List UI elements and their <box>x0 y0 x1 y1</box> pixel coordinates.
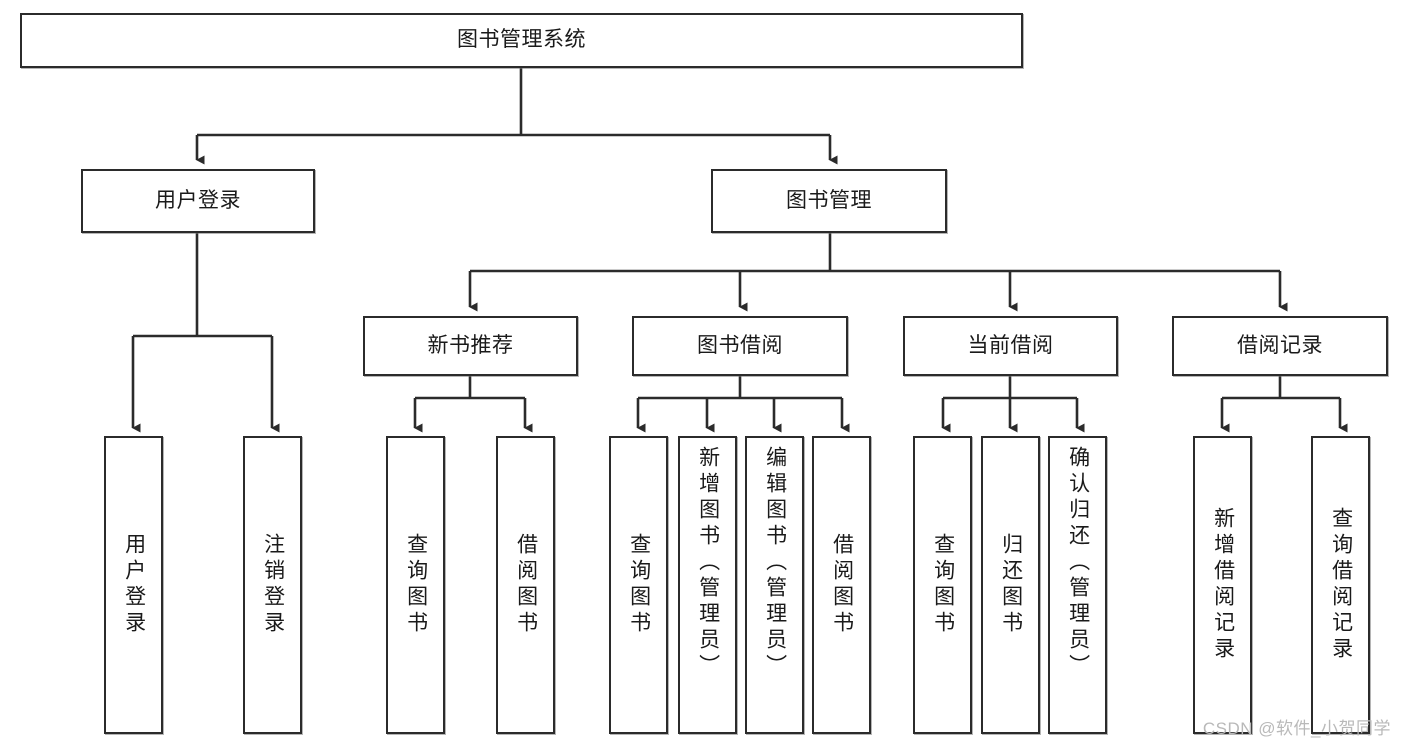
node-borrow-record[interactable]: 借阅记录 <box>1172 316 1388 376</box>
node-label: 归还图书 <box>999 533 1023 637</box>
node-label: 编辑图书（管理员） <box>763 446 787 680</box>
leaf-user-login-logout[interactable]: 注销登录 <box>243 436 302 734</box>
leaf-book-borrow-borrow-book[interactable]: 借阅图书 <box>812 436 871 734</box>
node-label: 查询图书 <box>931 533 955 637</box>
node-label: 查询借阅记录 <box>1329 507 1353 663</box>
node-label: 查询图书 <box>627 533 651 637</box>
node-book-management[interactable]: 图书管理 <box>711 169 947 233</box>
node-label: 确认归还（管理员） <box>1066 446 1090 680</box>
leaf-book-borrow-add-book[interactable]: 新增图书（管理员） <box>678 436 737 734</box>
node-label: 当前借阅 <box>967 333 1054 357</box>
node-book-borrow[interactable]: 图书借阅 <box>632 316 848 376</box>
node-current-borrow[interactable]: 当前借阅 <box>903 316 1118 376</box>
node-label: 借阅图书 <box>514 533 538 637</box>
leaf-current-borrow-confirm-return[interactable]: 确认归还（管理员） <box>1048 436 1107 734</box>
node-label: 新增图书（管理员） <box>696 446 720 680</box>
node-user-login[interactable]: 用户登录 <box>81 169 315 233</box>
node-label: 借阅记录 <box>1237 333 1323 357</box>
leaf-current-borrow-query-book[interactable]: 查询图书 <box>913 436 972 734</box>
node-label: 图书管理系统 <box>457 28 586 52</box>
leaf-new-book-borrow-book[interactable]: 借阅图书 <box>496 436 555 734</box>
node-new-book-recommend[interactable]: 新书推荐 <box>363 316 578 376</box>
node-label: 图书管理 <box>786 188 872 212</box>
node-label: 用户登录 <box>122 533 146 637</box>
node-label: 用户登录 <box>155 188 241 212</box>
node-root-book-management-system[interactable]: 图书管理系统 <box>20 13 1023 68</box>
node-label: 图书借阅 <box>697 333 783 357</box>
leaf-book-borrow-edit-book[interactable]: 编辑图书（管理员） <box>745 436 804 734</box>
watermark-text: CSDN @软件_小贺同学 <box>1202 719 1391 738</box>
leaf-new-book-query-book[interactable]: 查询图书 <box>386 436 445 734</box>
leaf-book-borrow-query-book[interactable]: 查询图书 <box>609 436 668 734</box>
leaf-current-borrow-return-book[interactable]: 归还图书 <box>981 436 1040 734</box>
leaf-borrow-record-query-record[interactable]: 查询借阅记录 <box>1311 436 1370 734</box>
leaf-user-login-login[interactable]: 用户登录 <box>104 436 163 734</box>
node-label: 查询图书 <box>404 533 428 637</box>
node-label: 注销登录 <box>261 533 285 637</box>
node-label: 新书推荐 <box>427 333 514 357</box>
node-label: 借阅图书 <box>830 533 854 637</box>
node-label: 新增借阅记录 <box>1211 507 1235 663</box>
leaf-borrow-record-add-record[interactable]: 新增借阅记录 <box>1193 436 1252 734</box>
